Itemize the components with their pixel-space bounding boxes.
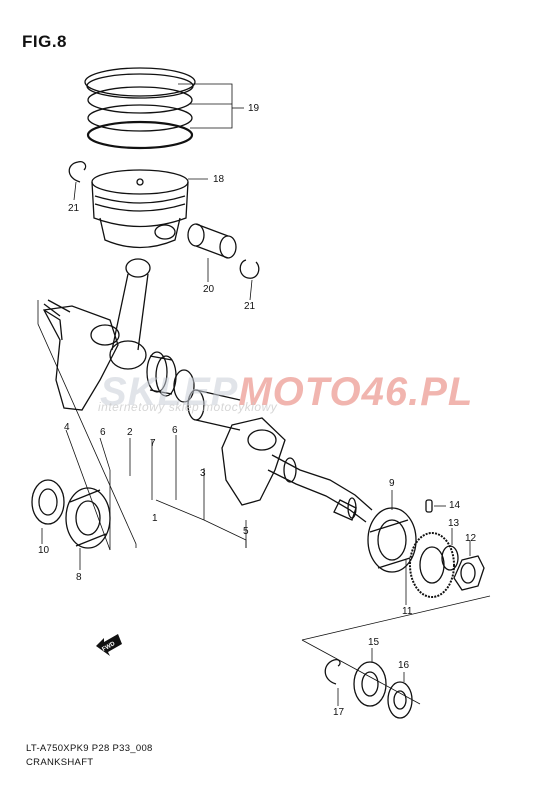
left-crank-web (42, 299, 120, 411)
part-label-9: 9 (389, 478, 395, 489)
watermark-tagline: internetowy sklep motocyklowy (98, 400, 278, 414)
part-label-5: 5 (243, 526, 249, 537)
part-label-12: 12 (465, 533, 477, 544)
part-label-7: 7 (150, 438, 156, 449)
watermark-logo: SKLEPMOTO46.PL (100, 370, 474, 414)
part-label-21: 21 (68, 203, 80, 214)
bearing-15 (353, 661, 387, 707)
piston-rings (84, 67, 196, 150)
lock-washer (441, 545, 459, 571)
part-label-8: 8 (76, 572, 82, 583)
primary-drive-gear (409, 532, 455, 598)
piston-pin (187, 223, 237, 259)
crankshaft-bearing-left (65, 487, 111, 549)
part-label-15: 15 (368, 637, 380, 648)
part-label-19: 19 (248, 103, 260, 114)
crank-pin (187, 389, 241, 431)
part-label-6: 6 (100, 427, 106, 438)
crankshaft-nut (453, 555, 485, 591)
forward-direction-arrow (96, 634, 122, 656)
oil-seal-left (31, 479, 65, 525)
part-label-1: 1 (152, 513, 158, 524)
part-label-6: 6 (172, 425, 178, 436)
part-label-11: 11 (402, 606, 413, 617)
part-label-2: 2 (127, 427, 133, 438)
part-label-20: 20 (203, 284, 215, 295)
oil-seal-16 (387, 681, 413, 719)
part-label-14: 14 (449, 500, 461, 511)
part-label-17: 17 (333, 707, 345, 718)
crankshaft-bearing-right (367, 507, 417, 573)
part-label-13: 13 (448, 518, 460, 529)
leader-lines (37, 83, 491, 706)
key (425, 499, 433, 513)
right-crankshaft-shaft (267, 454, 373, 523)
diagram-name: CRANKSHAFT (26, 757, 94, 768)
part-label-10: 10 (38, 545, 50, 556)
diagram-code: LT-A750XPK9 P28 P33_008 (26, 743, 153, 754)
washer (173, 369, 195, 403)
part-label-21: 21 (244, 301, 256, 312)
circlip-lower (239, 259, 260, 279)
figure-title: FIG.8 (22, 32, 68, 51)
part-label-4: 4 (64, 422, 70, 433)
part-label-18: 18 (213, 174, 225, 185)
piston (91, 169, 189, 249)
part-label-3: 3 (200, 468, 206, 479)
part-label-16: 16 (398, 660, 410, 671)
connecting-rod (109, 258, 151, 370)
right-crank-web (221, 417, 286, 506)
circlip-17 (324, 658, 341, 685)
circlip-upper (68, 160, 87, 183)
